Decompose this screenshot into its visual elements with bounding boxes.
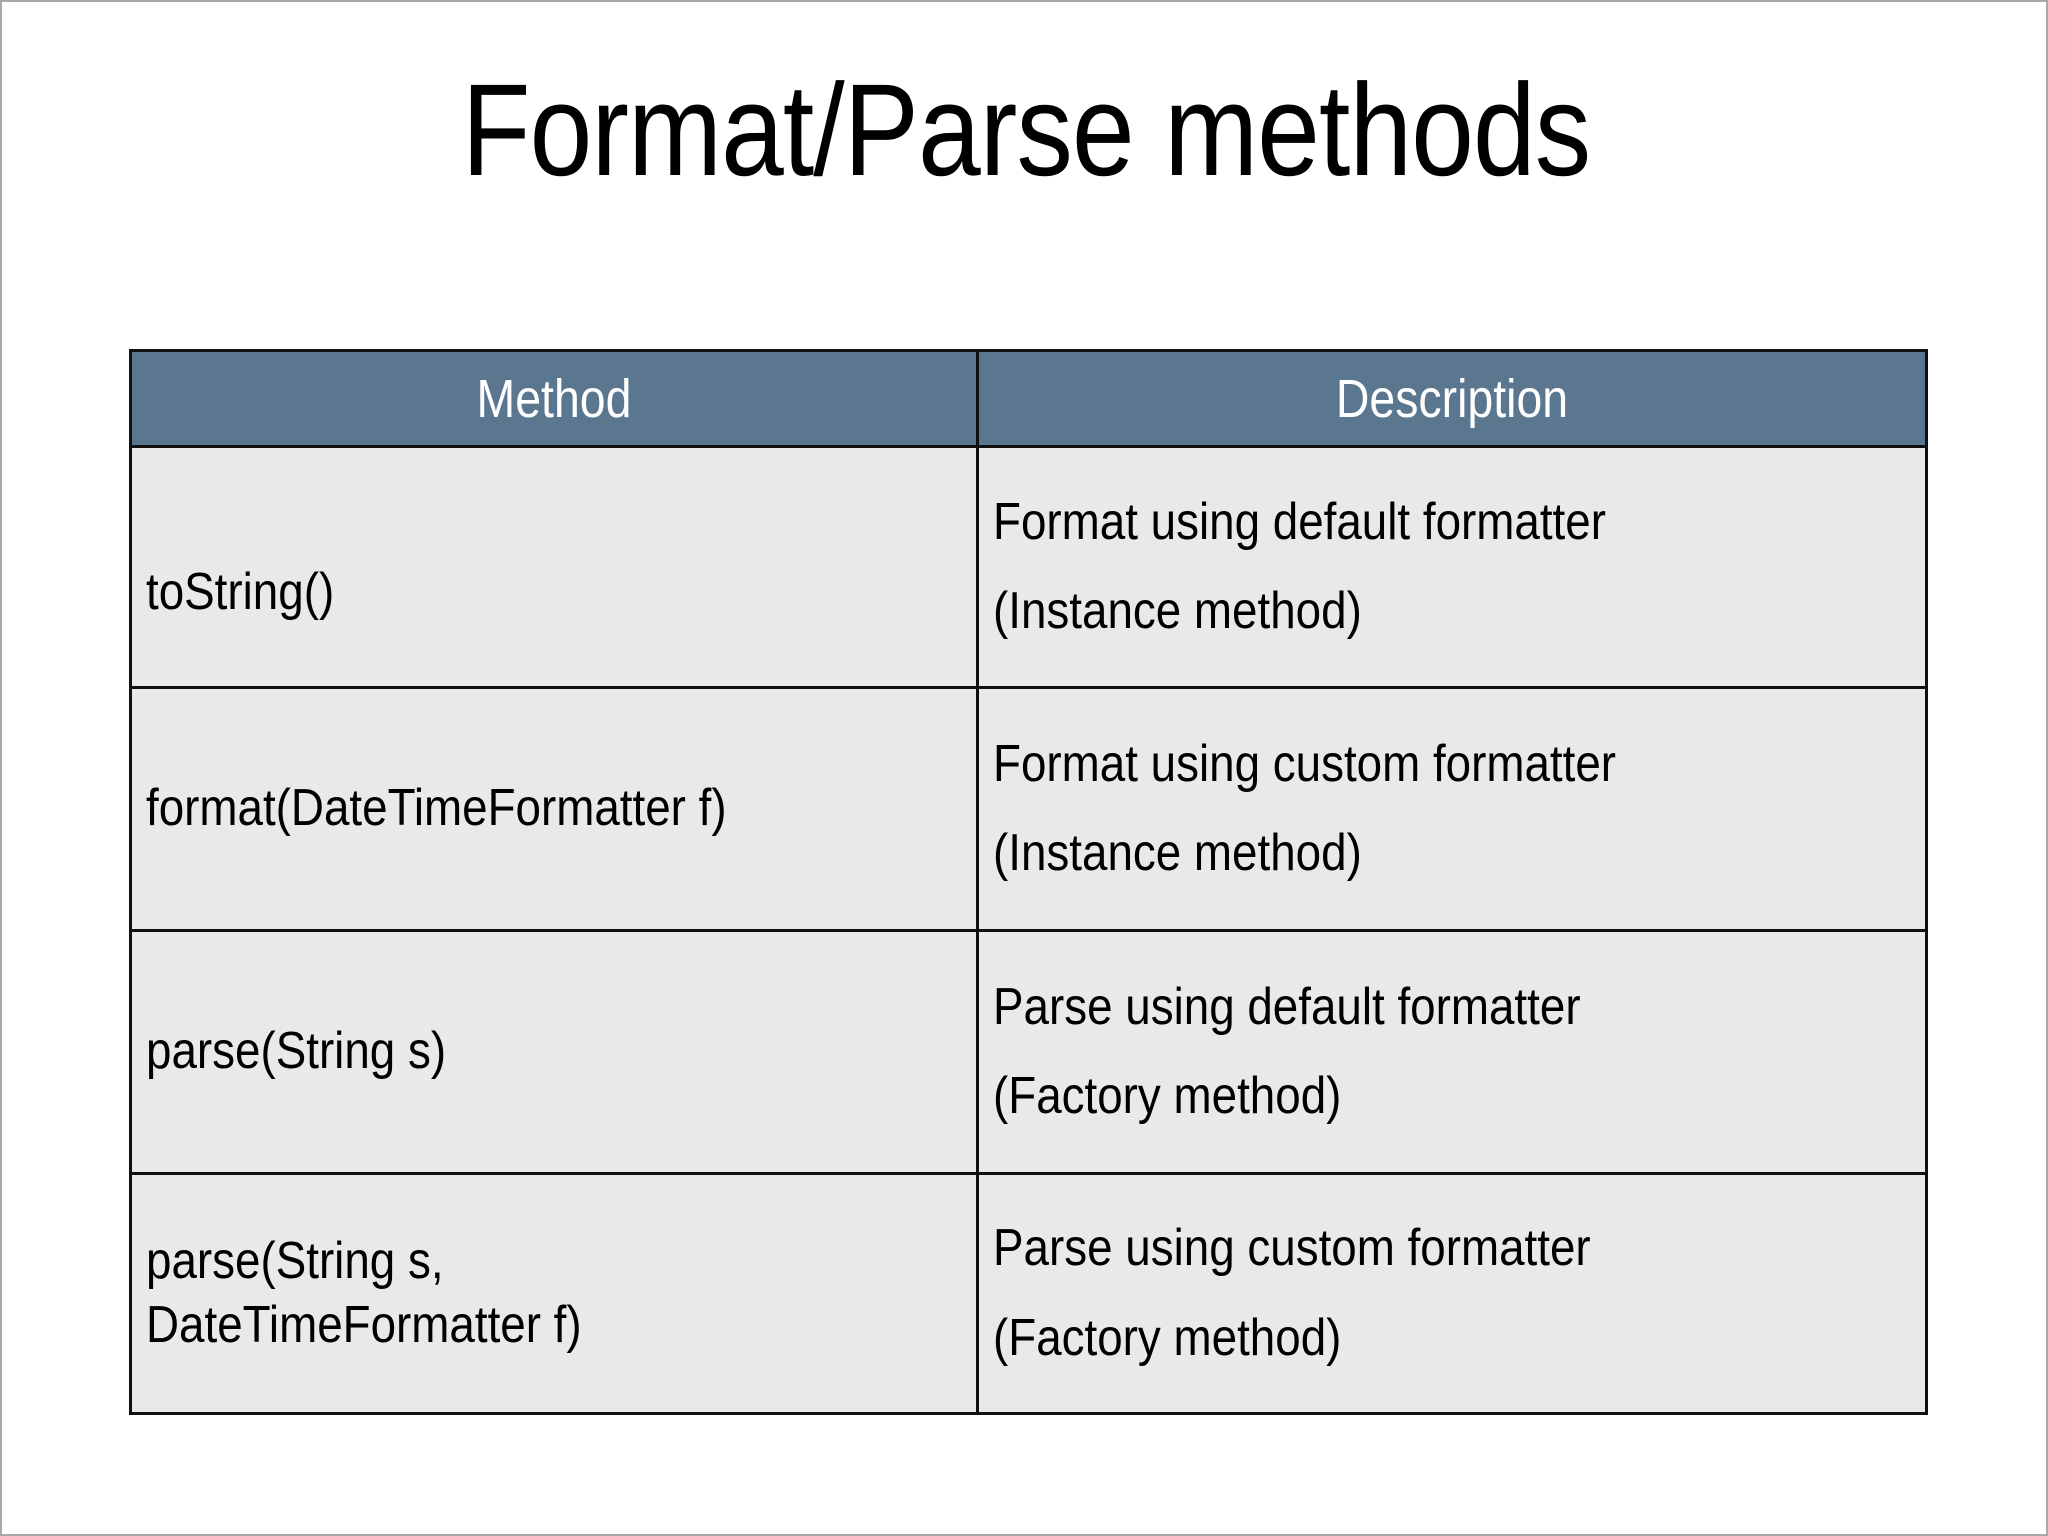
method-line: toString(): [146, 563, 335, 622]
column-header-method: Method: [129, 349, 979, 448]
method-text: parse(String s): [146, 1020, 964, 1083]
description-line: Format using default formatter: [993, 492, 1606, 551]
method-line: parse(String s): [146, 1022, 447, 1081]
table-header-row: Method Description: [129, 349, 1928, 448]
cell-description: Format using default formatter (Instance…: [976, 445, 1928, 689]
description-text: Parse using default formatter (Factory m…: [993, 963, 1913, 1142]
table-body: toString() Format using default formatte…: [129, 445, 1928, 1415]
cell-method: format(DateTimeFormatter f): [129, 686, 979, 932]
format-parse-methods-table: Method Description toString(): [129, 349, 1928, 1415]
page-title: Format/Parse methods: [461, 56, 1591, 203]
description-text: Format using custom formatter (Instance …: [993, 720, 1913, 899]
column-header-description-label: Description: [1335, 368, 1569, 429]
method-text: toString(): [146, 561, 964, 624]
cell-method: toString(): [129, 445, 979, 689]
method-line: format(DateTimeFormatter f): [146, 779, 727, 838]
description-line: Parse using default formatter: [993, 977, 1581, 1036]
method-text: format(DateTimeFormatter f): [146, 777, 964, 840]
table-row: toString() Format using default formatte…: [129, 445, 1928, 689]
column-header-method-label: Method: [476, 368, 632, 429]
description-line: (Instance method): [993, 824, 1362, 882]
cell-method: parse(String s, DateTimeFormatter f): [129, 1172, 979, 1415]
description-line: Format using custom formatter: [993, 734, 1617, 793]
method-line: DateTimeFormatter f): [146, 1295, 582, 1354]
methods-table-container: Method Description toString(): [129, 349, 1928, 1415]
description-line: (Factory method): [993, 1308, 1342, 1367]
table-row: parse(String s, DateTimeFormatter f) Par…: [129, 1172, 1928, 1415]
table-header: Method Description: [129, 349, 1928, 448]
description-text: Parse using custom formatter (Factory me…: [993, 1204, 1913, 1383]
description-line: (Factory method): [993, 1067, 1342, 1125]
cell-description: Parse using default formatter (Factory m…: [976, 929, 1928, 1175]
column-header-description: Description: [976, 349, 1928, 448]
method-text: parse(String s, DateTimeFormatter f): [146, 1230, 964, 1357]
cell-description: Parse using custom formatter (Factory me…: [976, 1172, 1928, 1415]
description-line: (Instance method): [993, 582, 1362, 640]
method-line: parse(String s,: [146, 1232, 444, 1291]
table-row: format(DateTimeFormatter f) Format using…: [129, 686, 1928, 932]
description-text: Format using default formatter (Instance…: [993, 478, 1913, 657]
table-row: parse(String s) Parse using default form…: [129, 929, 1928, 1175]
cell-description: Format using custom formatter (Instance …: [976, 686, 1928, 932]
description-line: Parse using custom formatter: [993, 1219, 1591, 1278]
cell-method: parse(String s): [129, 929, 979, 1175]
